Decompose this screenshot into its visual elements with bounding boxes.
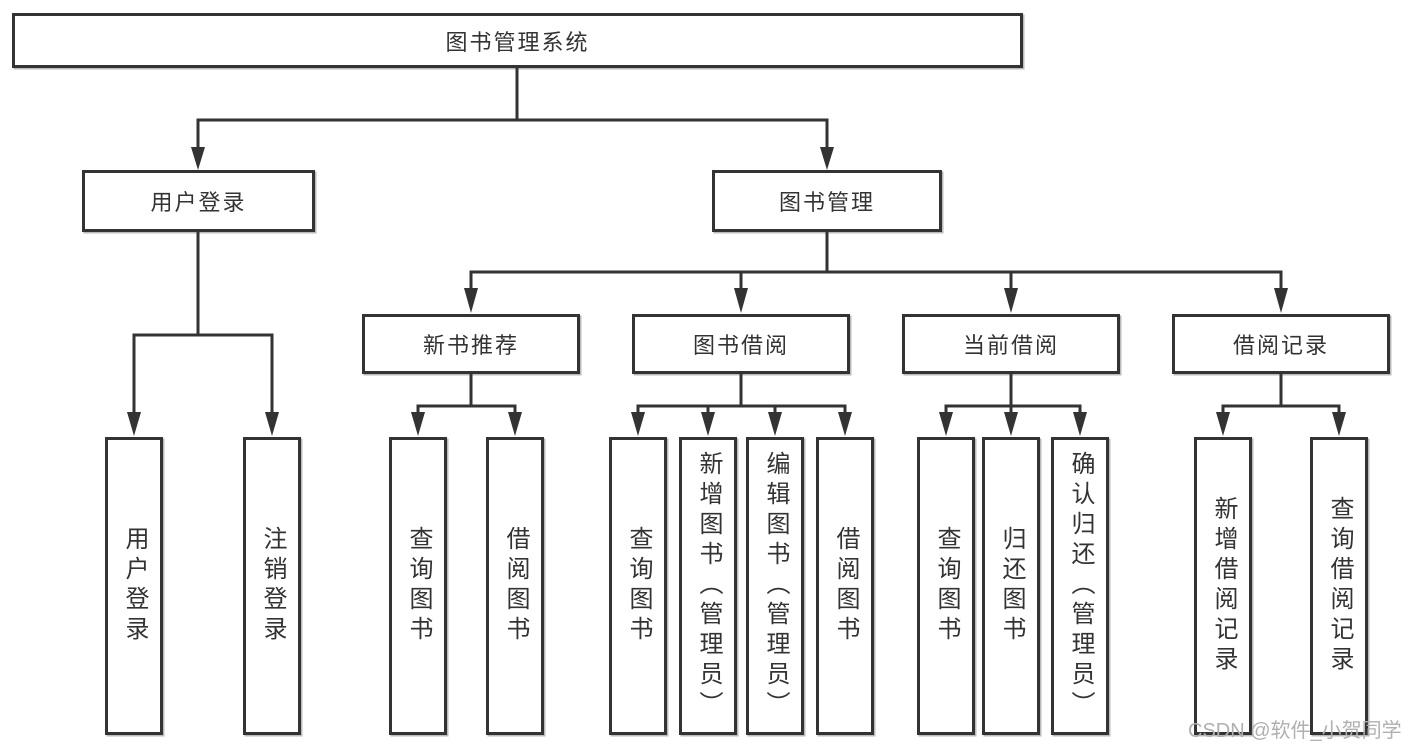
connector-recommend-group	[411, 374, 522, 436]
node-leaf-add-borrow-record: 新增借阅记录	[1194, 437, 1252, 735]
node-leaf-return-book: 归还图书	[982, 437, 1040, 735]
node-new-book-recommend: 新书推荐	[362, 314, 580, 374]
node-label: 查询图书	[405, 526, 432, 646]
node-label: 查询借阅记录	[1326, 496, 1353, 676]
node-label: 新增借阅记录	[1210, 496, 1237, 676]
node-leaf-confirm-return-admin: 确认归还（管理员）	[1051, 437, 1109, 735]
node-label: 注销登录	[259, 526, 286, 646]
node-root-library-system: 图书管理系统	[12, 13, 1023, 68]
connector-login-branch	[127, 232, 279, 436]
node-leaf-add-book-admin: 新增图书（管理员）	[679, 437, 737, 735]
node-leaf-borrow-book: 借阅图书	[816, 437, 874, 735]
node-leaf-borrow-book-recommend: 借阅图书	[486, 437, 544, 735]
node-user-login-branch: 用户登录	[82, 170, 315, 232]
node-label: 编辑图书（管理员）	[762, 451, 789, 721]
node-label: 借阅图书	[832, 526, 859, 646]
connector-mgmt-to-level3	[464, 232, 1288, 313]
node-book-management-branch: 图书管理	[712, 170, 942, 232]
node-leaf-query-book-recommend: 查询图书	[389, 437, 447, 735]
node-label: 新增图书（管理员）	[695, 451, 722, 721]
connector-current-group	[939, 374, 1087, 436]
node-leaf-query-borrow-record: 查询借阅记录	[1310, 437, 1368, 735]
node-label: 查询图书	[625, 526, 652, 646]
node-leaf-logout: 注销登录	[243, 437, 301, 735]
node-label: 查询图书	[933, 526, 960, 646]
node-leaf-query-book-borrow: 查询图书	[609, 437, 667, 735]
node-leaf-edit-book-admin: 编辑图书（管理员）	[746, 437, 804, 735]
node-label: 图书管理	[778, 190, 875, 215]
node-book-borrow: 图书借阅	[632, 314, 850, 374]
node-label: 确认归还（管理员）	[1067, 451, 1094, 721]
connector-records-group	[1216, 374, 1346, 436]
node-label: 用户登录	[121, 526, 148, 646]
csdn-watermark: CSDN @软件_小贺同学	[1188, 720, 1402, 742]
node-label: 借阅记录	[1232, 333, 1329, 358]
node-label: 归还图书	[998, 526, 1025, 646]
node-label: 图书管理系统	[445, 29, 590, 55]
node-label: 图书借阅	[692, 333, 789, 358]
connector-borrow-group	[631, 374, 852, 436]
node-label: 借阅图书	[502, 526, 529, 646]
connector-root-to-level2	[191, 68, 834, 170]
node-borrow-records: 借阅记录	[1172, 314, 1390, 374]
node-leaf-user-login: 用户登录	[105, 437, 163, 735]
node-current-borrow: 当前借阅	[902, 314, 1120, 374]
node-label: 用户登录	[150, 190, 247, 215]
node-label: 当前借阅	[962, 333, 1059, 358]
node-leaf-query-book-current: 查询图书	[917, 437, 975, 735]
node-label: 新书推荐	[422, 333, 519, 358]
